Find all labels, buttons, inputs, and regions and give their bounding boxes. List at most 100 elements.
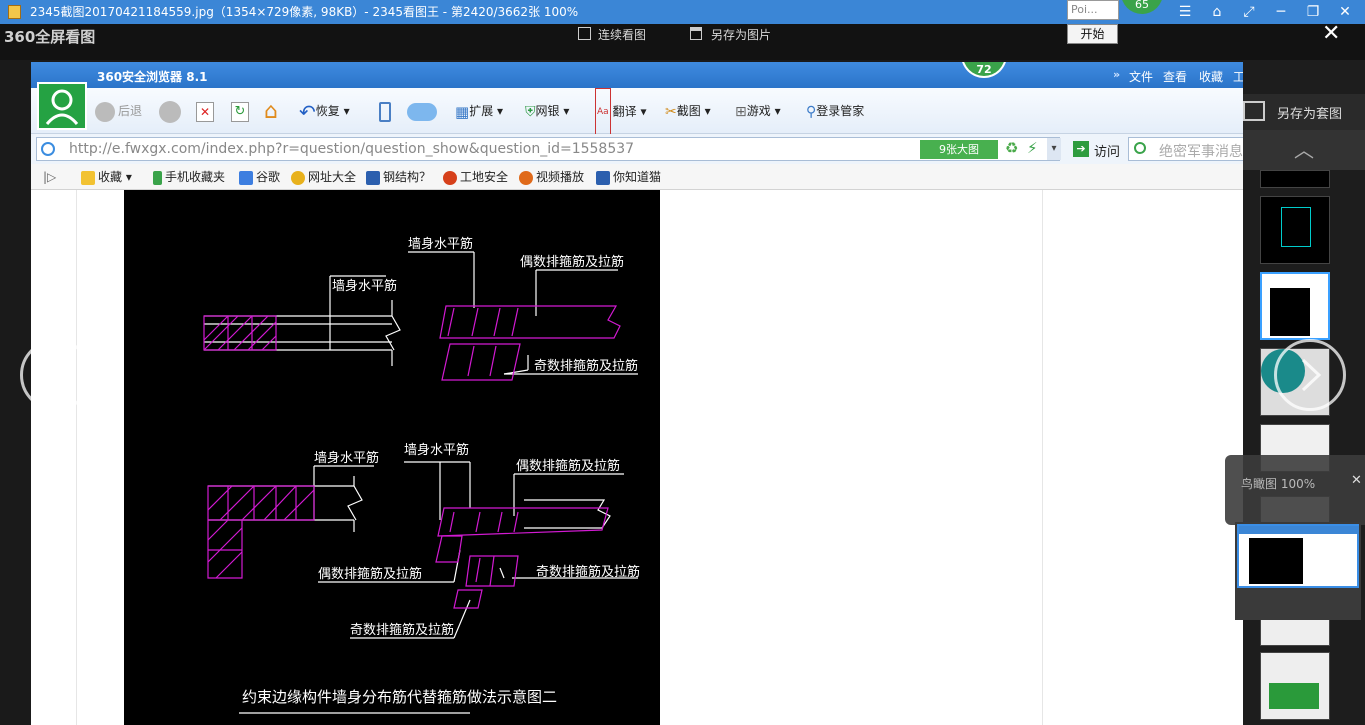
label-wall-horizontal-4: 墙身水平筋 (314, 450, 379, 466)
label-wall-horizontal-1: 墙身水平筋 (408, 236, 473, 252)
fav-mobile[interactable]: 手机收藏夹 (153, 164, 225, 190)
close-birdview-icon[interactable]: ✕ (1351, 473, 1362, 488)
label-odd-stirrups-3: 奇数排箍筋及拉筋 (350, 622, 454, 638)
fav-sites-label: 网址大全 (308, 170, 357, 184)
fav-mobile-label: 手机收藏夹 (165, 170, 226, 184)
viewer-toolbar: 360全屏看图 连续看图 另存为图片 ✕ (0, 21, 1365, 60)
grid-icon: ▦ (455, 102, 470, 121)
close-window-icon[interactable]: ✕ (1339, 4, 1351, 20)
cad-drawing: 墙身水平筋 偶数排箍筋及拉筋 墙身水平筋 奇数排箍筋及拉筋 墙身水平筋 偶数排箍… (124, 190, 660, 725)
thumbnail-item-selected[interactable] (1260, 272, 1330, 340)
restore-button[interactable]: ↶恢复 ▾ (299, 88, 350, 134)
big-pic-button[interactable]: 9张大图 (920, 140, 998, 159)
shield-icon: ⛨ (525, 103, 536, 120)
address-bar[interactable]: http://e.fwxgx.com/index.php?r=question/… (36, 137, 1061, 161)
login-manager-button[interactable]: ⚲登录管家 (806, 88, 864, 134)
home-button[interactable]: ⌂ (264, 88, 278, 134)
menu-file[interactable]: 文件 (1129, 70, 1154, 84)
stop-icon: ✕ (196, 101, 214, 122)
mobile-icon (379, 101, 391, 122)
popup-text: Poi... (1067, 0, 1119, 20)
mobile-button[interactable] (379, 88, 391, 134)
star-icon (81, 170, 95, 185)
safety-icon (443, 170, 457, 185)
page-divider-right (1042, 190, 1043, 725)
search-engine-icon (1134, 142, 1146, 154)
app-icon (8, 5, 21, 19)
back-label: 后退 (118, 104, 143, 118)
window-title: 2345截图20170421184559.jpg（1354×729像素, 98K… (30, 5, 579, 19)
continuous-view-icon (578, 27, 591, 40)
forward-button[interactable] (159, 88, 181, 134)
save-as-image-button[interactable]: 另存为图片 (711, 28, 772, 42)
user-avatar-icon[interactable] (37, 82, 87, 130)
menu-icon[interactable]: ☰ (1178, 4, 1192, 20)
label-odd-stirrups-2: 奇数排箍筋及拉筋 (536, 564, 640, 580)
score-badge: 65 (1121, 0, 1163, 14)
extension-button[interactable]: ▦扩展 ▾ (455, 88, 503, 134)
skin-icon[interactable]: ⌂ (1212, 4, 1222, 20)
image-set-icon (1243, 101, 1265, 121)
fav-google[interactable]: 谷歌 (239, 164, 280, 190)
fav-safety[interactable]: 工地安全 (443, 164, 508, 190)
fav-steel[interactable]: 钢结构？ (366, 164, 431, 190)
back-icon (95, 101, 115, 122)
browser-score-badge: 72 (961, 62, 1007, 78)
visit-button[interactable]: 访问 (1094, 145, 1121, 160)
chevron-left-icon (44, 358, 65, 392)
next-image-button[interactable] (1274, 339, 1346, 411)
fav-steel-label: 钢结构？ (383, 170, 432, 184)
thumbnail-item[interactable] (1260, 652, 1330, 720)
thumbnail-item[interactable] (1260, 196, 1330, 264)
minimize-icon[interactable]: ─ (1276, 4, 1286, 20)
menu-view[interactable]: 查看 (1163, 70, 1188, 84)
sidebar-toggle-icon[interactable]: |▷ (43, 170, 57, 184)
start-button[interactable]: 开始 (1067, 24, 1118, 44)
refresh-button[interactable]: ↻ (231, 88, 249, 134)
stop-button[interactable]: ✕ (196, 88, 214, 134)
fav-safety-label: 工地安全 (460, 170, 509, 184)
fav-know[interactable]: 你知道猫 (596, 164, 661, 190)
cloud-icon (407, 102, 437, 121)
restore-label: 恢复 (315, 104, 340, 118)
save-set-button[interactable]: 另存为套图 (1243, 94, 1365, 130)
maximize-icon[interactable]: ❐ (1306, 4, 1320, 20)
url-dropdown-icon[interactable]: ▾ (1047, 138, 1061, 160)
search-box[interactable]: 绝密军事消息 (1128, 137, 1243, 161)
viewer-logo: 360全屏看图 (4, 28, 96, 46)
label-even-stirrups-3: 偶数排箍筋及拉筋 (318, 566, 422, 582)
previous-image-button[interactable] (20, 339, 92, 411)
login-manager-label: 登录管家 (816, 104, 865, 118)
favorites-menu[interactable]: 收藏 ▾ (81, 164, 132, 190)
fav-video[interactable]: 视频播放 (519, 164, 584, 190)
cloud-button[interactable] (407, 88, 437, 134)
undo-icon: ↶ (299, 99, 316, 124)
banking-button[interactable]: ⛨网银 ▾ (525, 88, 569, 134)
banking-label: 网银 (535, 104, 560, 118)
refresh-ring-icon[interactable]: ♻ (1005, 139, 1019, 157)
lightning-icon[interactable]: ⚡ (1027, 139, 1038, 157)
screenshot-button[interactable]: ✂截图 ▾ (665, 88, 711, 134)
games-button[interactable]: ⊞游戏 ▾ (735, 88, 781, 134)
scroll-up-button[interactable]: ︿ (1243, 130, 1365, 170)
fav-sites[interactable]: 网址大全 (291, 164, 356, 190)
menu-favorites[interactable]: 收藏 (1199, 70, 1224, 84)
chevron-right-icon (1301, 358, 1322, 392)
thumbnail-item[interactable] (1260, 170, 1330, 188)
browser-window: 360安全浏览器 8.1 72 » 文件 查看 收藏 工具 后退 ✕ ↻ ⌂ ↶… (31, 62, 1243, 725)
back-button[interactable]: 后退 (95, 88, 142, 134)
key-icon: ⚲ (806, 103, 817, 120)
games-label: 游戏 (746, 104, 771, 118)
fullscreen-icon[interactable]: ⤢ (1243, 4, 1255, 20)
birdview-frame (1235, 522, 1361, 620)
go-icon[interactable]: ➔ (1073, 141, 1089, 157)
close-viewer-icon[interactable]: ✕ (1322, 21, 1341, 46)
continuous-view-button[interactable]: 连续看图 (598, 28, 647, 42)
page-divider-left (76, 190, 77, 725)
browser-title: 360安全浏览器 8.1 (97, 70, 208, 84)
drawing-caption: 约束边缘构件墙身分布筋代替箍筋做法示意图二 (242, 688, 557, 706)
birdview-preview[interactable] (1237, 524, 1359, 588)
url-text[interactable]: http://e.fwxgx.com/index.php?r=question/… (69, 141, 635, 157)
sites-icon (291, 170, 305, 185)
